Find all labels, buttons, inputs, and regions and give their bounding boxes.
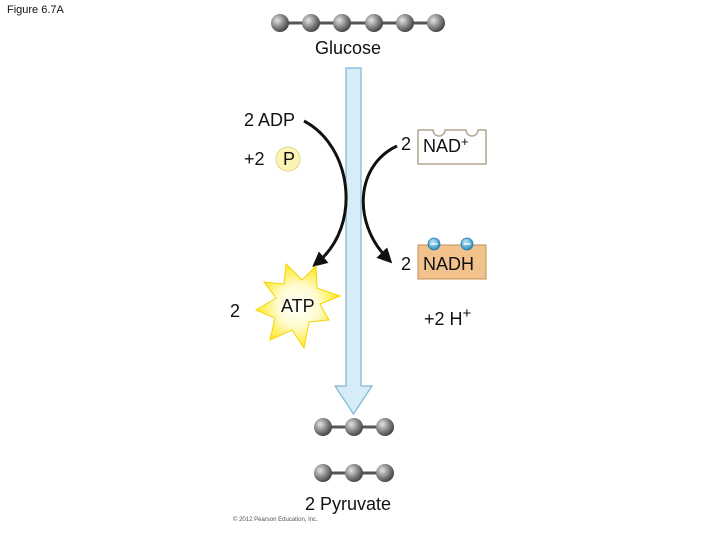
nadh-label: NADH: [423, 254, 475, 274]
nad-to-nadh-arrow: [361, 144, 398, 264]
pyruvate-molecule: [314, 418, 394, 436]
phosphate-count: +2: [244, 149, 265, 169]
glucose-molecule: [271, 14, 445, 32]
carbon-atom: [365, 14, 383, 32]
adp-label: 2 ADP: [244, 110, 296, 130]
carbon-atom: [314, 464, 332, 482]
nadh-box: [417, 244, 487, 280]
h-ion-charge: +: [462, 305, 472, 322]
copyright-notice: © 2012 Pearson Education, Inc.: [233, 517, 318, 523]
h-ion-count: +2: [424, 309, 445, 329]
pyruvate-molecule: [314, 464, 394, 482]
main-process-arrow: [333, 67, 374, 416]
electron-icon: [460, 237, 474, 251]
electron-icon: [427, 237, 441, 251]
glucose-label: Glucose: [315, 38, 382, 58]
nad-charge: +: [461, 134, 469, 149]
carbon-atom: [396, 14, 414, 32]
carbon-atom: [302, 14, 320, 32]
carbon-atom: [333, 14, 351, 32]
nad-count: 2: [401, 134, 412, 154]
nad-box: [417, 129, 487, 165]
figure-label: Figure 6.7A: [7, 4, 64, 16]
atp-label: ATP: [281, 296, 315, 316]
phosphate-circle: [275, 146, 301, 172]
nadh-count: 2: [401, 254, 412, 274]
carbon-atom: [376, 464, 394, 482]
h-ion-label: +2 H+: [424, 305, 472, 329]
nad-label: NAD+: [423, 134, 469, 156]
pyruvate-label: 2 Pyruvate: [305, 494, 392, 514]
carbon-atom: [271, 14, 289, 32]
carbon-atom: [314, 418, 332, 436]
adp-to-atp-arrow: [303, 119, 348, 267]
carbon-atom: [376, 418, 394, 436]
phosphate-label: P: [283, 149, 296, 169]
carbon-atom: [345, 418, 363, 436]
atp-burst: [254, 262, 342, 350]
carbon-atom: [427, 14, 445, 32]
atp-count: 2: [230, 301, 241, 321]
carbon-atom: [345, 464, 363, 482]
